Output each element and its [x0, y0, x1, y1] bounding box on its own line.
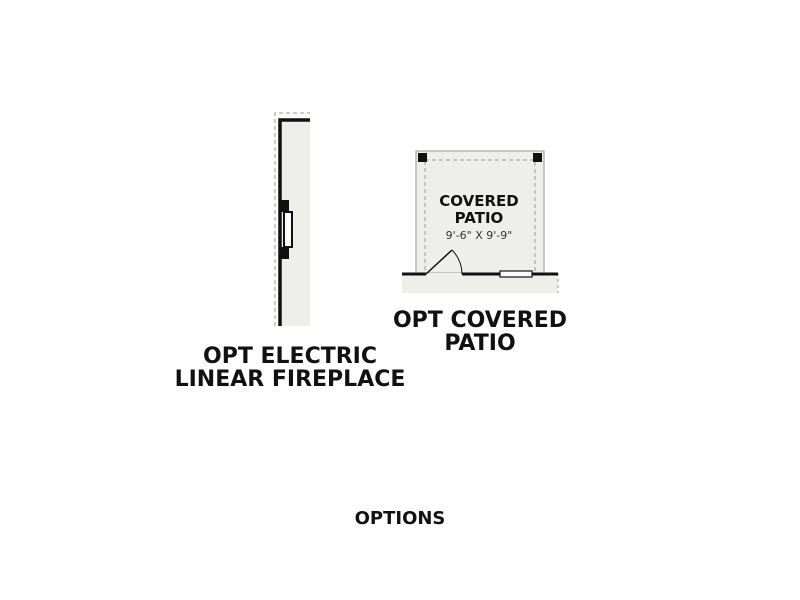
- options-title: OPTIONS: [354, 508, 446, 529]
- patio-room-name-line2: PATIO: [454, 209, 504, 228]
- patio-floor: [416, 151, 544, 273]
- patio-post-top-left: [418, 153, 427, 162]
- fireplace-option-label: OPT ELECTRIC LINEAR FIREPLACE: [150, 345, 430, 391]
- fireplace-unit-bottom-block: [280, 247, 289, 259]
- patio-option-label: OPT COVERED PATIO: [370, 309, 590, 355]
- patio-room-dimensions: 9'-6" X 9'-9": [445, 229, 513, 242]
- house-wall-strip: [402, 273, 558, 293]
- fireplace-wall-dashed-outline: [274, 112, 310, 326]
- patio-option-label-line2: PATIO: [444, 331, 516, 357]
- patio-option-label-line1: OPT COVERED: [392, 308, 568, 333]
- fireplace-option-label-line2: LINEAR FIREPLACE: [174, 367, 406, 393]
- fireplace-unit-top-block: [280, 200, 289, 212]
- patio-room-name-line1: COVERED: [439, 192, 519, 210]
- door-swing-arc: [451, 249, 463, 275]
- covered-patio-diagram: [402, 150, 559, 293]
- patio-post-top-right: [533, 153, 542, 162]
- door-leaf: [425, 249, 453, 275]
- fireplace-unit-body: [283, 211, 293, 248]
- fireplace-option-label-line1: OPT ELECTRIC: [203, 344, 377, 369]
- fireplace-wall-diagram: [274, 112, 310, 326]
- window-frame: [499, 270, 533, 278]
- patio-room-name: COVERED PATIO: [408, 192, 550, 228]
